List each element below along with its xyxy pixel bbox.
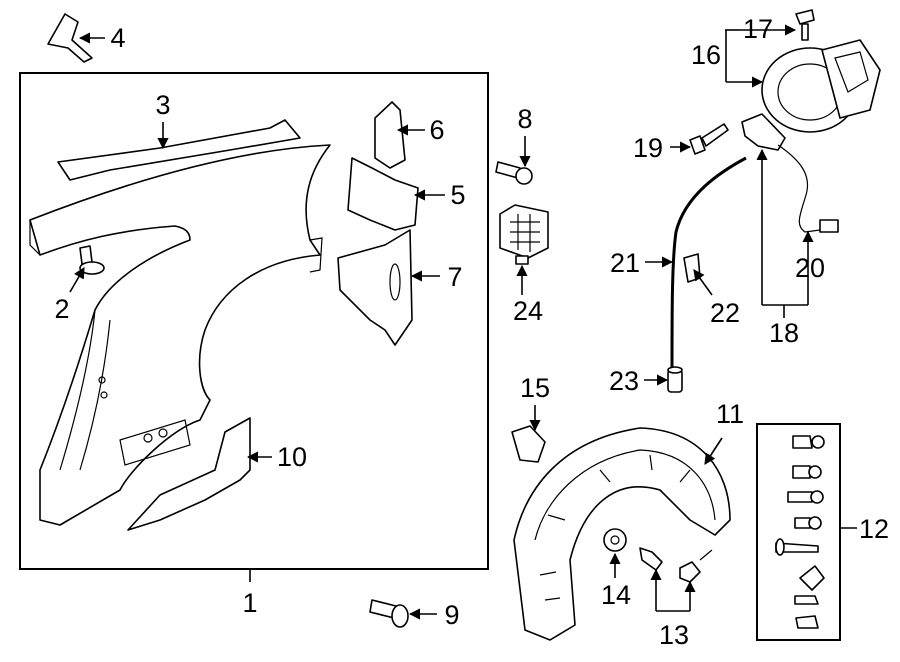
callout-10: 10 xyxy=(277,442,307,472)
part-23-plug xyxy=(667,366,683,393)
part-8-bolt xyxy=(495,161,533,185)
callout-24: 24 xyxy=(513,296,543,326)
part-9-bolt xyxy=(369,599,409,628)
callout-7: 7 xyxy=(447,262,462,292)
callout-23: 23 xyxy=(609,366,639,396)
part-2-stud xyxy=(79,245,105,275)
callout-14: 14 xyxy=(601,580,631,610)
part-17-screw xyxy=(795,9,815,41)
part-7-bracket xyxy=(337,229,413,346)
callout-5: 5 xyxy=(450,180,465,210)
callout-9: 9 xyxy=(444,600,459,630)
part-12-fasteners xyxy=(775,435,825,629)
callout-17: 17 xyxy=(743,14,773,44)
quarter-panel-drawing xyxy=(29,144,331,526)
leader-lines xyxy=(69,24,857,620)
callout-3: 3 xyxy=(155,90,170,120)
callout-12: 12 xyxy=(859,514,889,544)
callout-4: 4 xyxy=(110,23,125,53)
part-5-bracket xyxy=(347,157,419,231)
callout-19: 19 xyxy=(633,133,663,163)
callout-15: 15 xyxy=(520,373,550,403)
part-10-reinforcement xyxy=(127,417,251,531)
callout-13: 13 xyxy=(659,620,689,650)
callout-1: 1 xyxy=(242,588,257,618)
part-24-vent xyxy=(499,204,549,265)
part-4-corner-piece xyxy=(47,13,93,63)
part-14-nut xyxy=(603,528,627,552)
callout-22: 22 xyxy=(710,298,740,328)
callout-6: 6 xyxy=(429,115,444,145)
part-16-fuel-door-housing xyxy=(761,39,881,133)
part-18-actuator xyxy=(741,113,839,233)
quarter-panel-assembly-box xyxy=(19,72,489,570)
callout-18: 18 xyxy=(769,318,799,348)
callout-11: 11 xyxy=(716,399,744,429)
part-15-clip xyxy=(511,425,546,463)
callout-21: 21 xyxy=(610,248,640,278)
part-12-fastener-box xyxy=(756,423,841,641)
callout-8: 8 xyxy=(517,104,532,134)
part-11-wheelhouse-liner xyxy=(513,427,731,641)
part-19-screw xyxy=(689,123,729,155)
callout-16: 16 xyxy=(691,40,721,70)
callout-2: 2 xyxy=(54,294,69,324)
part-22-clip xyxy=(683,253,701,283)
part-6-small-bracket xyxy=(374,101,406,169)
part-21-release-cable xyxy=(670,156,747,369)
part-13-screws xyxy=(639,547,713,583)
part-3-rail xyxy=(57,119,301,181)
callout-20: 20 xyxy=(795,253,825,283)
